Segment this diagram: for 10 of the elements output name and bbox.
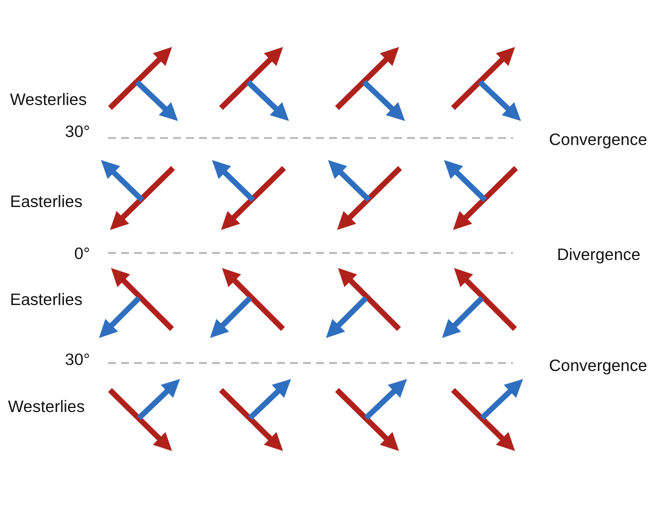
- zone-label: Westerlies: [8, 398, 85, 416]
- latitude-label: 0°: [74, 246, 90, 262]
- zone-label: Easterlies: [10, 292, 82, 308]
- latitude-label: 30°: [65, 352, 90, 368]
- zone-label: Convergence: [549, 358, 648, 374]
- zone-label: Divergence: [557, 246, 640, 264]
- latitude-label: 30°: [65, 124, 90, 140]
- zone-label: Convergence: [549, 132, 648, 148]
- zone-label: Easterlies: [10, 194, 82, 210]
- zone-label: Westerlies: [10, 92, 87, 108]
